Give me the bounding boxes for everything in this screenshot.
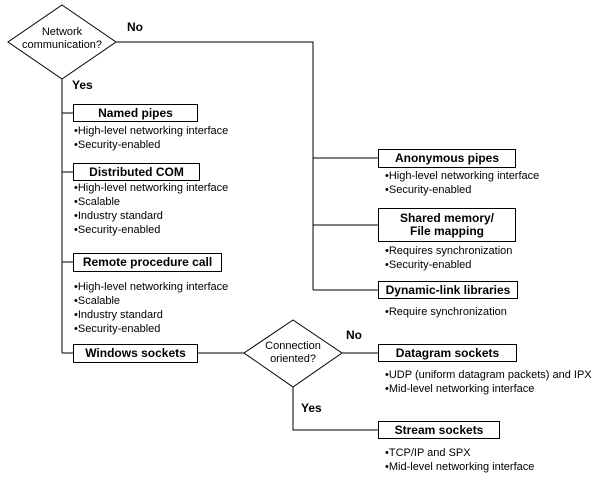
bullet-item: TCP/IP and SPX [385,446,534,460]
bullet-item: Mid-level networking interface [385,382,592,396]
bullet-list-named-pipes: High-level networking interface Security… [74,124,228,152]
box-datagram-sockets: Datagram sockets [378,344,517,362]
bullet-item: Requires synchronization [385,244,513,258]
box-anonymous-pipes: Anonymous pipes [378,149,516,168]
bullet-item: High-level networking interface [74,124,228,138]
branch-label-no-network: No [127,20,143,34]
bullet-item: Security-enabled [74,322,228,336]
bullet-list-remote-procedure-call: High-level networking interface Scalable… [74,280,228,336]
bullet-item: High-level networking interface [74,280,228,294]
bullet-list-distributed-com: High-level networking interface Scalable… [74,181,228,237]
box-distributed-com: Distributed COM [73,163,200,181]
box-named-pipes: Named pipes [73,104,198,122]
bullet-item: Security-enabled [385,183,539,197]
bullet-list-dynamic-link-libraries: Require synchronization [385,305,507,319]
decision-connection-shape [243,319,343,388]
box-remote-procedure-call: Remote procedure call [73,253,222,272]
bullet-item: Security-enabled [74,138,228,152]
bullet-item: Security-enabled [385,258,512,272]
decision-network-question: Network communication? [21,26,103,51]
bullet-item: Industry standard [74,209,228,223]
box-windows-sockets: Windows sockets [73,344,198,363]
bullet-item: Industry standard [74,308,228,322]
box-shared-memory-file-mapping: Shared memory/ File mapping [378,208,516,242]
branch-label-yes-network: Yes [72,78,93,92]
connector-no-branch [116,41,314,290]
decision-network-shape [7,4,117,80]
bullet-item: High-level networking interface [74,181,228,195]
bullet-list-shared-memory: Requires synchronization Security-enable… [385,244,513,272]
connector-yes2-to-stream [292,387,378,431]
bullet-list-anonymous-pipes: High-level networking interface Security… [385,169,539,197]
bullet-item: UDP (uniform datagram packets) and IPX [385,368,592,382]
branch-label-no-connection: No [346,328,362,342]
bullet-item: Scalable [74,195,228,209]
box-dynamic-link-libraries: Dynamic-link libraries [378,281,518,299]
bullet-item: High-level networking interface [385,169,539,183]
decision-connection-question: Connection oriented? [265,340,321,365]
box-stream-sockets: Stream sockets [378,421,500,439]
bullet-item: Mid-level networking interface [385,460,535,474]
bullet-item: Scalable [74,294,228,308]
bullet-list-datagram-sockets: UDP (uniform datagram packets) and IPX M… [385,368,592,396]
bullet-list-stream-sockets: TCP/IP and SPX Mid-level networking inte… [385,446,535,474]
bullet-item: Require synchronization [385,305,507,319]
bullet-item: Security-enabled [74,223,228,237]
branch-label-yes-connection: Yes [301,401,322,415]
